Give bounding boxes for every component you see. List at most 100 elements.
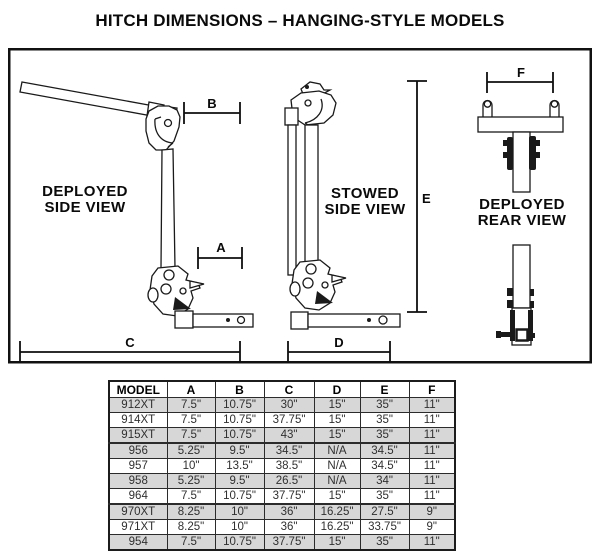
cell-a: 5.25" — [166, 442, 216, 459]
cell-model: 970XT — [108, 503, 168, 520]
cell-a: 8.25" — [166, 503, 216, 520]
col-header-e: E — [359, 380, 410, 398]
dimension-table: MODEL A B C D E F 912XT 7.5" 10.75" 30" … — [108, 380, 456, 551]
cell-c: 37.75" — [263, 534, 315, 551]
cell-b: 9.5" — [214, 442, 265, 459]
hitch-shank-stowed — [307, 313, 401, 328]
col-header-c: C — [263, 380, 315, 398]
cell-b: 10.75" — [214, 397, 265, 413]
lower-bracket-stowed — [289, 259, 347, 311]
cell-a: 10" — [166, 458, 216, 474]
right-clamp-pad — [529, 136, 536, 170]
stowed-side-view-drawing: E D STOWED SIDE VIEW — [284, 80, 431, 363]
dimension-c: C — [19, 335, 241, 363]
cell-e: 35" — [359, 412, 410, 428]
cell-d: 15" — [313, 412, 361, 428]
receiver-left-pad — [510, 310, 515, 341]
cell-f: 11" — [408, 427, 456, 444]
lower-left-bolt-2 — [507, 300, 513, 308]
cell-b: 10.75" — [214, 488, 265, 505]
table-row: 954 7.5" 10.75" 37.75" 15" 35" 11" — [108, 534, 456, 551]
cell-c: 36" — [263, 503, 315, 520]
table-row: 912XT 7.5" 10.75" 30" 15" 35" 11" — [108, 397, 456, 413]
pivot-head-stowed — [290, 90, 337, 126]
table-row: 971XT 8.25" 10" 36" 16.25" 33.75" 9" — [108, 519, 456, 535]
cell-model: 964 — [108, 488, 168, 505]
cell-b: 13.5" — [214, 458, 265, 474]
cell-d: N/A — [313, 458, 361, 474]
hitch-dimensions-diagram: B A C DEPLOYED SIDE VIEW — [8, 48, 592, 364]
cell-model: 912XT — [108, 397, 168, 413]
cell-d: 15" — [313, 397, 361, 413]
latch-pin-dot — [305, 85, 309, 89]
cell-c: 30" — [263, 397, 315, 413]
cell-c: 38.5" — [263, 458, 315, 474]
cell-f: 11" — [408, 397, 456, 413]
cell-f: 11" — [408, 412, 456, 428]
cell-c: 26.5" — [263, 473, 315, 489]
cell-b: 10.75" — [214, 412, 265, 428]
cell-e: 35" — [359, 488, 410, 505]
cell-c: 43" — [263, 427, 315, 444]
cell-e: 35" — [359, 534, 410, 551]
cell-model: 956 — [108, 442, 168, 459]
cell-a: 7.5" — [166, 427, 216, 444]
cell-b: 10.75" — [214, 534, 265, 551]
pivot-slot — [154, 116, 174, 148]
table-row: 964 7.5" 10.75" 37.75" 15" 35" 11" — [108, 488, 456, 505]
deployed-rear-view-label-line2: REAR VIEW — [478, 212, 567, 229]
col-header-a: A — [166, 380, 216, 398]
cell-f: 9" — [408, 503, 456, 520]
cell-e: 27.5" — [359, 503, 410, 520]
cell-c: 37.75" — [263, 488, 315, 505]
cell-f: 11" — [408, 442, 456, 459]
right-clamp-bolt-2 — [536, 152, 540, 158]
cell-d: N/A — [313, 473, 361, 489]
dimension-e: E — [407, 80, 431, 313]
lower-right-bolt-1 — [530, 289, 534, 296]
cell-e: 34.5" — [359, 458, 410, 474]
shank-pin-hole-stowed — [378, 315, 388, 325]
cell-model: 971XT — [108, 519, 168, 535]
col-header-model: MODEL — [108, 380, 168, 398]
cell-c: 36" — [263, 519, 315, 535]
cell-b: 9.5" — [214, 473, 265, 489]
col-header-d: D — [313, 380, 361, 398]
stowed-side-view-label-line1: STOWED — [331, 185, 399, 202]
cell-f: 11" — [408, 488, 456, 505]
cell-f: 9" — [408, 519, 456, 535]
dimension-f-label: F — [517, 65, 525, 80]
cell-model: 957 — [108, 458, 168, 474]
dimension-c-label: C — [125, 335, 135, 350]
main-post — [160, 148, 176, 269]
dimension-a: A — [197, 240, 243, 269]
table-row: 957 10" 13.5" 38.5" N/A 34.5" 11" — [108, 458, 456, 474]
cell-model: 958 — [108, 473, 168, 489]
cell-f: 11" — [408, 534, 456, 551]
cell-e: 33.75" — [359, 519, 410, 535]
cell-a: 8.25" — [166, 519, 216, 535]
cell-d: 16.25" — [313, 503, 361, 520]
cell-model: 914XT — [108, 412, 168, 428]
cell-a: 7.5" — [166, 488, 216, 505]
deployed-rear-view-drawing: F DEPLOYED REAR VIEW — [477, 65, 567, 346]
arm-collar-stowed — [284, 107, 299, 126]
hitch-pin-head — [496, 331, 501, 338]
deployed-rear-view-label-line1: DEPLOYED — [479, 196, 565, 213]
cell-model: 915XT — [108, 427, 168, 444]
folded-arm-bar — [287, 124, 297, 276]
left-clamp-bolt-1 — [503, 140, 507, 146]
col-header-f: F — [408, 380, 456, 398]
pivot-pin-hole-stowed — [304, 99, 312, 107]
cell-d: 15" — [313, 427, 361, 444]
dimension-a-label: A — [216, 240, 226, 255]
receiver-right-pad — [528, 310, 533, 341]
cell-a: 7.5" — [166, 534, 216, 551]
cell-e: 34" — [359, 473, 410, 489]
cell-f: 11" — [408, 473, 456, 489]
table-row: 915XT 7.5" 10.75" 43" 15" 35" 11" — [108, 427, 456, 444]
cell-f: 11" — [408, 458, 456, 474]
cell-a: 7.5" — [166, 397, 216, 413]
pivot-head — [145, 105, 181, 151]
